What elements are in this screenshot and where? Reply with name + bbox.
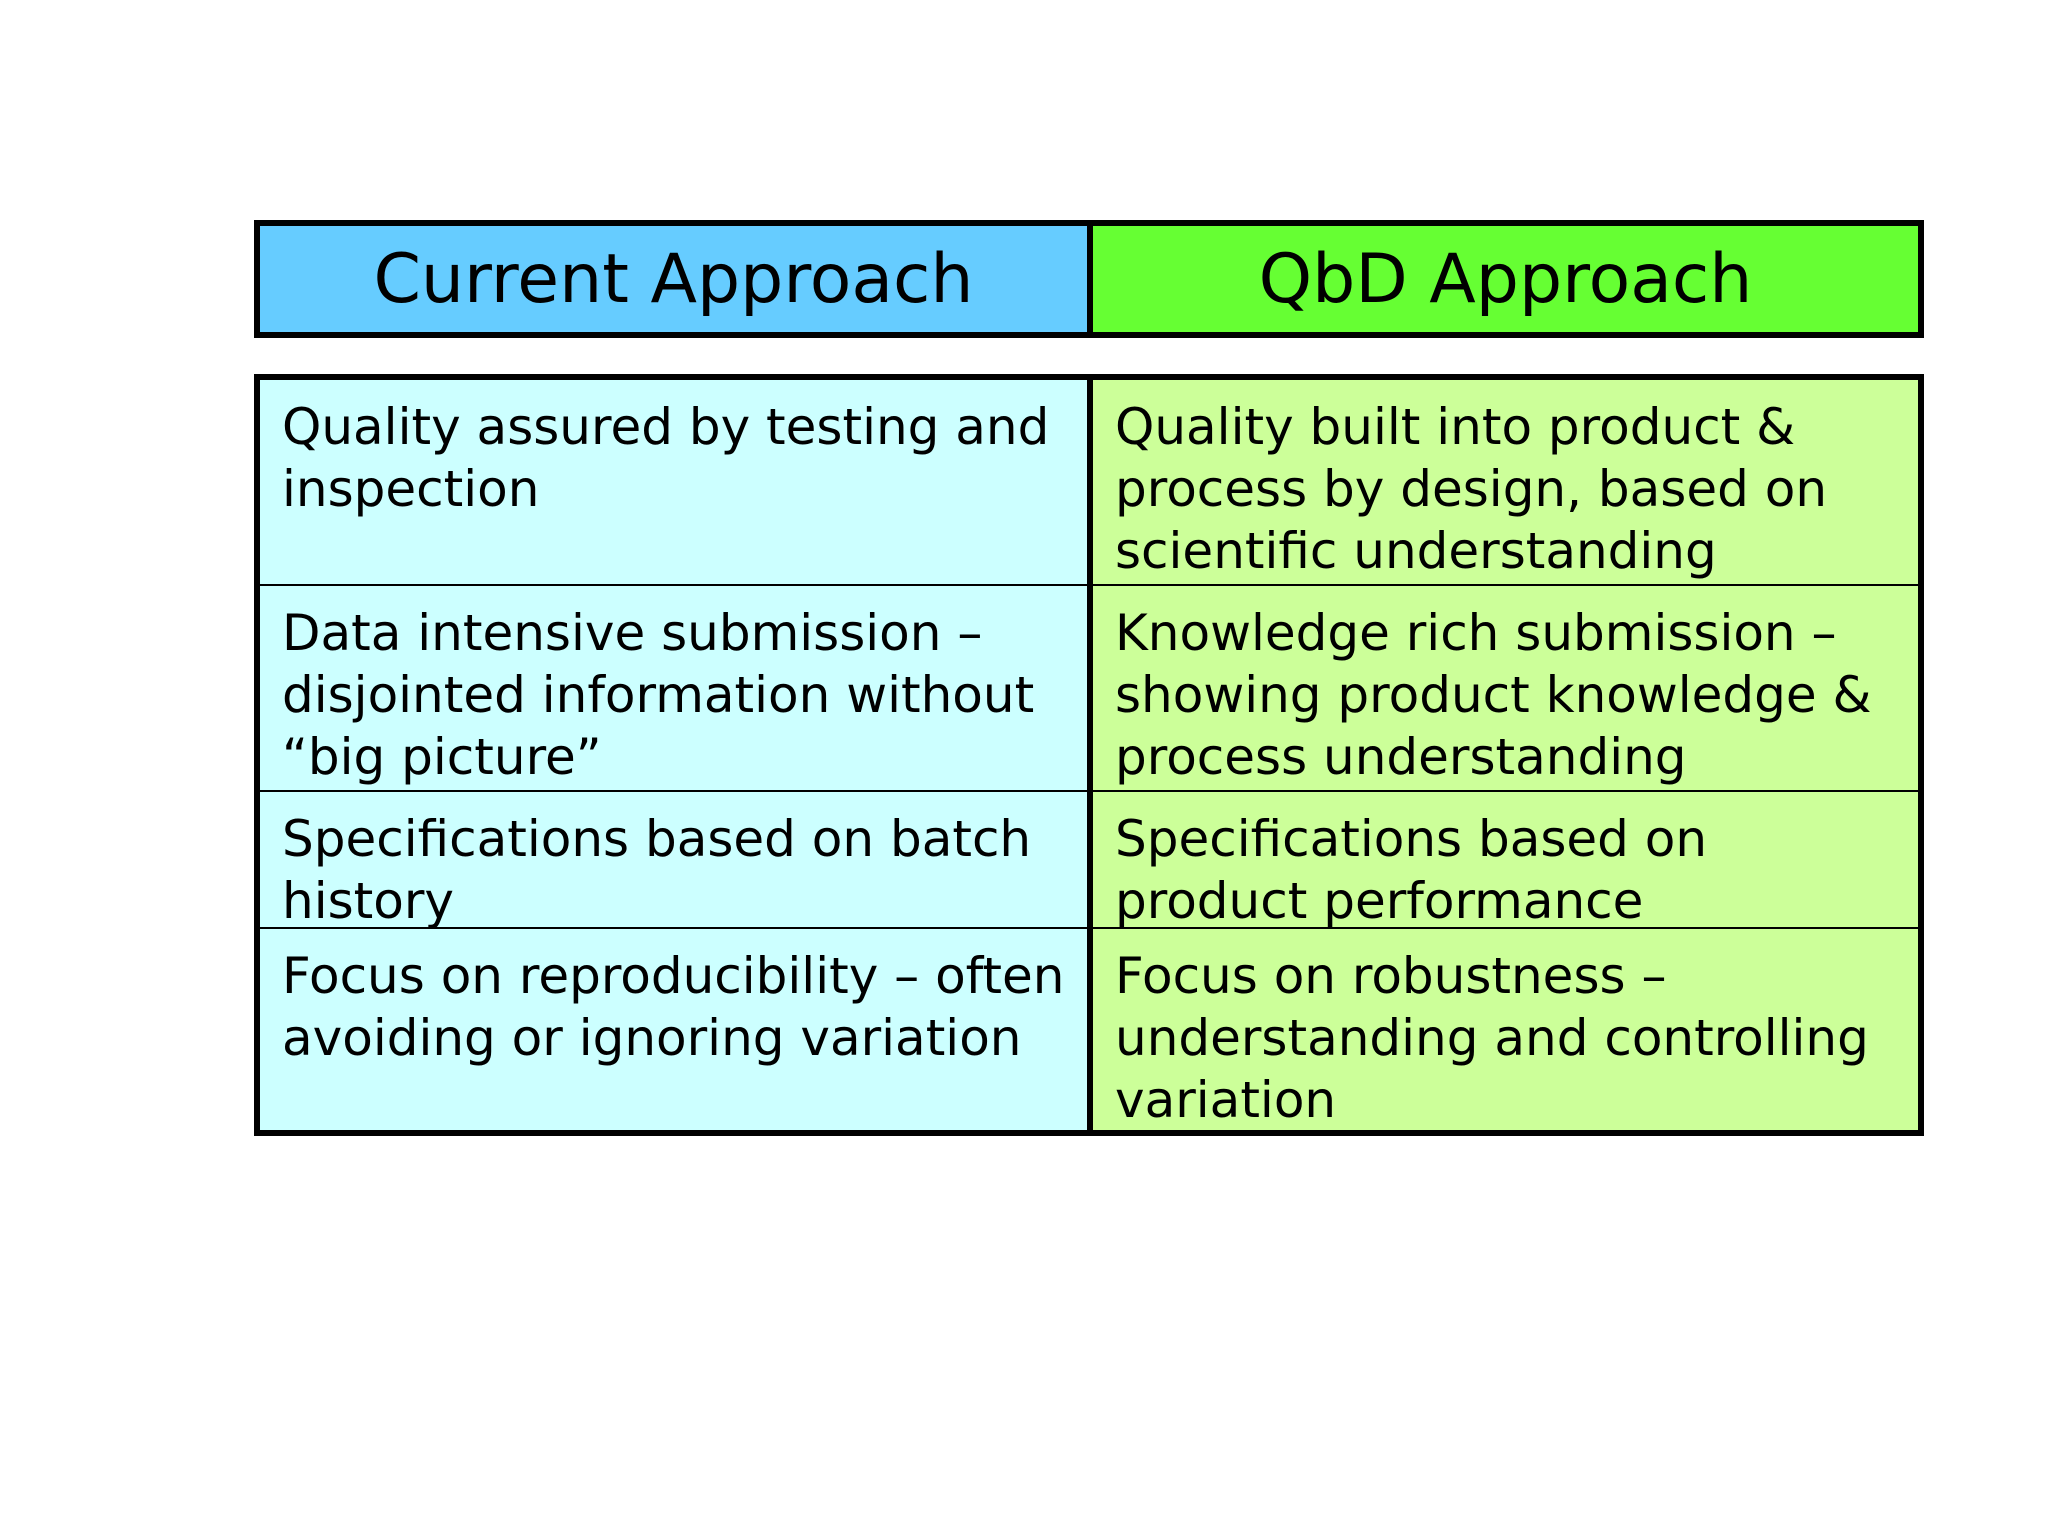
qbd-cell-focus: Focus on robustness – understanding and … bbox=[1115, 947, 1869, 1129]
current-cell-focus: Focus on reproducibility – often avoidin… bbox=[282, 947, 1065, 1067]
current-approach-header: Current Approach bbox=[260, 226, 1093, 332]
current-cell-specifications: Specifications based on batch history bbox=[260, 792, 1087, 929]
qbd-cell-submission: Knowledge rich submission – showing prod… bbox=[1093, 586, 1918, 792]
qbd-cell-specifications: Specifications based on product performa… bbox=[1093, 792, 1918, 929]
qbd-approach-title: QbD Approach bbox=[1258, 239, 1753, 319]
current-approach-title: Current Approach bbox=[373, 239, 974, 319]
qbd-approach-column: Quality built into product & process by … bbox=[1093, 380, 1918, 1130]
comparison-header: Current Approach QbD Approach bbox=[254, 220, 1924, 338]
current-cell-quality: Quality assured by testing and inspectio… bbox=[260, 380, 1087, 586]
current-approach-column: Quality assured by testing and inspectio… bbox=[260, 380, 1093, 1130]
qbd-approach-header: QbD Approach bbox=[1093, 226, 1918, 332]
comparison-table: Quality assured by testing and inspectio… bbox=[254, 374, 1924, 1136]
current-cell-submission: Data intensive submission – disjointed i… bbox=[260, 586, 1087, 792]
qbd-cell-quality: Quality built into product & process by … bbox=[1093, 380, 1918, 586]
